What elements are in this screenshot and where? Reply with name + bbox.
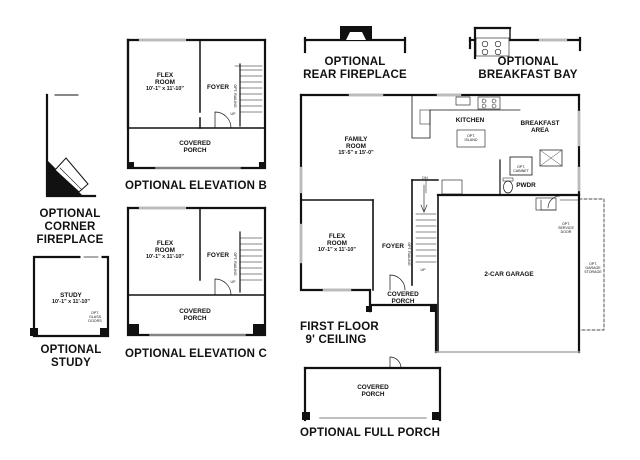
stairs-main	[415, 184, 437, 263]
foyer-label-c: FOYER	[206, 252, 229, 259]
garage-label: 2-CAR GARAGE	[484, 271, 534, 278]
caption-full-porch: OPTIONAL FULL PORCH	[300, 427, 441, 439]
caption-optional-study: OPTIONAL STUDY	[40, 344, 102, 369]
rear-fireplace-plan	[303, 26, 407, 54]
study-plan	[30, 255, 110, 338]
opt-railing-label-main: OPT. RAILING	[407, 242, 412, 266]
opt-railing-label-b: OPT. RAILING	[233, 84, 238, 108]
first-floor-plan	[299, 93, 605, 354]
caption-first-floor: FIRST FLOOR 9' CEILING	[300, 321, 379, 346]
caption-corner-fireplace: OPTIONAL CORNER FIREPLACE	[36, 208, 104, 246]
caption-elevation-c: OPTIONAL ELEVATION C	[124, 348, 267, 360]
kitchen-label: KITCHEN	[455, 117, 485, 124]
up-label-b: UP	[230, 112, 236, 116]
full-porch-plan	[302, 356, 442, 422]
caption-elevation-b: OPTIONAL ELEVATION B	[124, 180, 267, 192]
caption-breakfast-bay: OPTIONAL BREAKFAST BAY	[478, 56, 578, 81]
foyer-label-main: FOYER	[381, 243, 404, 250]
elevation-c-plan	[126, 206, 267, 337]
foyer-label-b: FOYER	[206, 84, 229, 91]
pwdr-label: PWDR	[516, 182, 536, 189]
stairs-b	[234, 63, 263, 127]
caption-rear-fireplace: OPTIONAL REAR FIREPLACE	[303, 56, 407, 81]
study-label: STUDY 10'-1" x 11'-10"	[52, 292, 90, 306]
elevation-b-plan	[126, 38, 267, 170]
opt-island-label: OPT.ISLAND	[464, 134, 478, 143]
dn-label: DN	[422, 176, 428, 180]
opt-cabinet-label: OPT.CABINET	[513, 165, 529, 174]
breakfast-bay-plan	[468, 26, 582, 60]
opt-railing-label-c: OPT. RAILING	[233, 252, 238, 276]
stairs-c	[239, 231, 263, 293]
up-label-c: UP	[230, 280, 236, 284]
up-label-main: UP	[420, 268, 426, 272]
corner-fireplace-plan	[45, 93, 97, 198]
